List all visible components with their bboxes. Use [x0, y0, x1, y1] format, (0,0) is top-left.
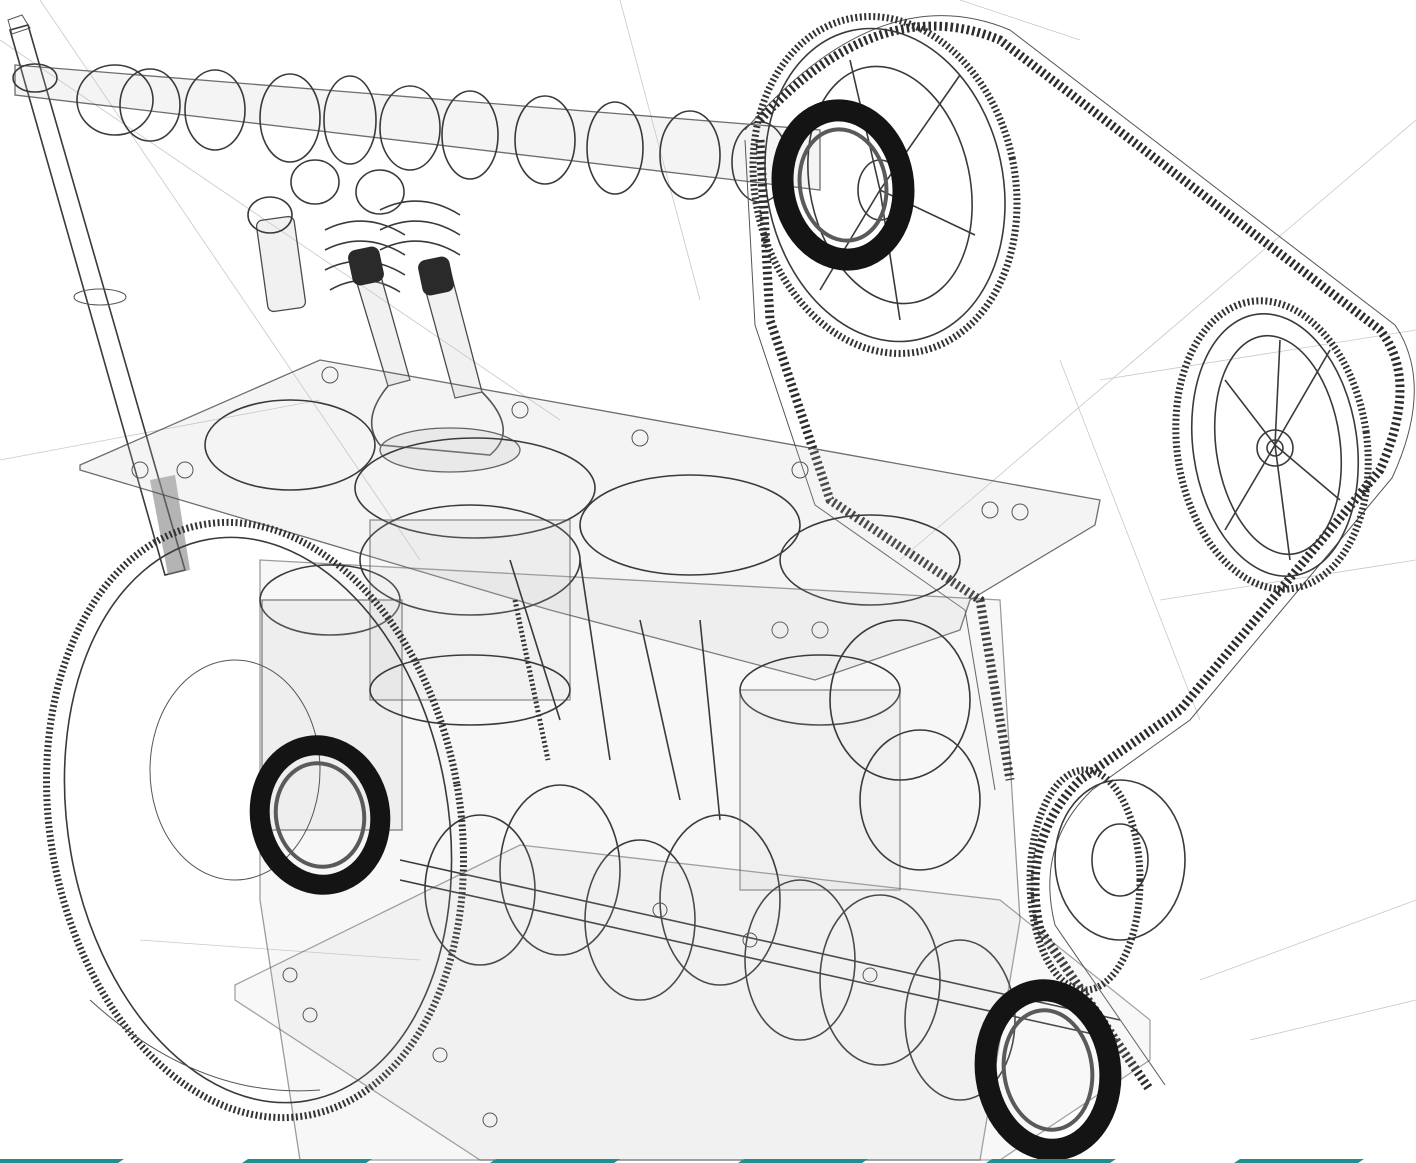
- accent-strip-3: [490, 1159, 620, 1163]
- accent-strip-5: [986, 1159, 1116, 1163]
- crank-pulley: [1026, 766, 1186, 994]
- oil-pan-gasket: [234, 844, 1151, 1161]
- oil-seal-top: [771, 99, 915, 271]
- accent-strip-6: [1234, 1159, 1364, 1163]
- dipstick: [7, 14, 190, 576]
- flywheel: [43, 518, 467, 1122]
- accent-strip-2: [242, 1159, 372, 1163]
- cam-sprocket: [749, 13, 1021, 357]
- oil-seal-left: [249, 735, 391, 895]
- head-gasket: [79, 359, 1101, 681]
- idler-sprocket: [1172, 297, 1372, 593]
- accent-strip-4: [738, 1159, 868, 1163]
- accent-strips: [0, 1159, 1364, 1163]
- accent-strip-1: [0, 1159, 124, 1163]
- engine-block: [259, 504, 1021, 1161]
- valve-train: [247, 159, 521, 473]
- crankshaft: [399, 784, 1121, 1101]
- oil-seal-bottom: [974, 979, 1122, 1161]
- camshaft: [12, 63, 821, 203]
